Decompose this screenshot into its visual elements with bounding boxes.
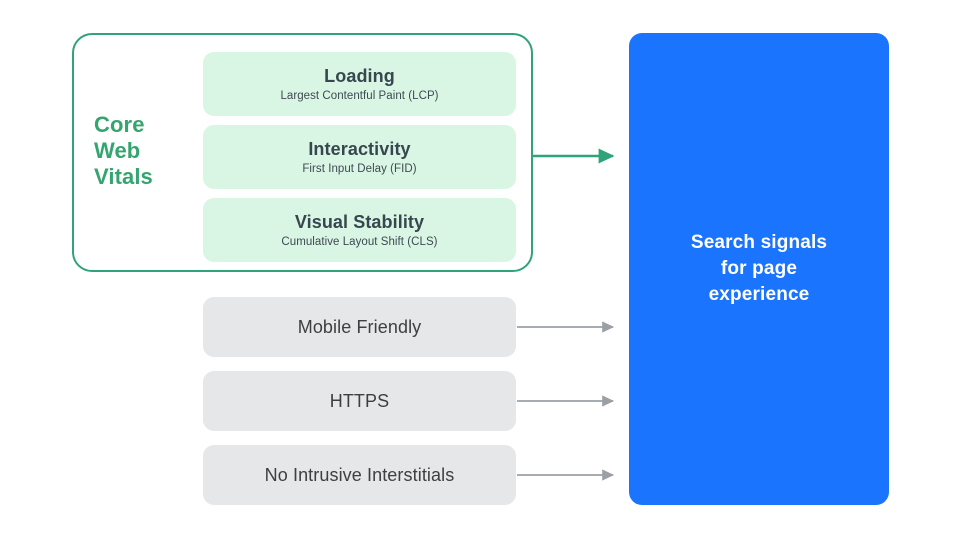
outcome-panel-text: Search signals for page experience — [690, 232, 828, 305]
signal-label-https: HTTPS — [329, 390, 390, 411]
core-web-vitals-label: Core Web Vitals — [94, 112, 199, 190]
metric-title-interactivity: Interactivity — [308, 138, 411, 159]
outcome-panel-search-signals: Search signals for page experience — [629, 33, 889, 505]
metric-subtitle-interactivity: First Input Delay (FID) — [302, 162, 417, 175]
signal-card-mobile-friendly[interactable]: Mobile Friendly — [203, 297, 516, 357]
metric-card-interactivity[interactable]: Interactivity First Input Delay (FID) — [203, 125, 516, 189]
core-web-vitals-label-line-3: Vitals — [94, 164, 153, 189]
metric-subtitle-loading: Largest Contentful Paint (LCP) — [280, 89, 439, 102]
signal-card-https[interactable]: HTTPS — [203, 371, 516, 431]
metric-card-visual-stability[interactable]: Visual Stability Cumulative Layout Shift… — [203, 198, 516, 262]
signal-label-no-intrusive-interstitials: No Intrusive Interstitials — [264, 464, 455, 485]
core-web-vitals-label-line-2: Web — [94, 138, 141, 163]
core-web-vitals-label-line-1: Core — [94, 112, 145, 137]
metric-card-loading[interactable]: Loading Largest Contentful Paint (LCP) — [203, 52, 516, 116]
signal-label-mobile-friendly: Mobile Friendly — [297, 316, 422, 337]
metric-title-loading: Loading — [324, 65, 395, 86]
signal-card-no-intrusive-interstitials[interactable]: No Intrusive Interstitials — [203, 445, 516, 505]
core-web-vitals-group — [72, 33, 533, 272]
metric-subtitle-visual-stability: Cumulative Layout Shift (CLS) — [281, 235, 438, 248]
metric-title-visual-stability: Visual Stability — [294, 211, 425, 232]
